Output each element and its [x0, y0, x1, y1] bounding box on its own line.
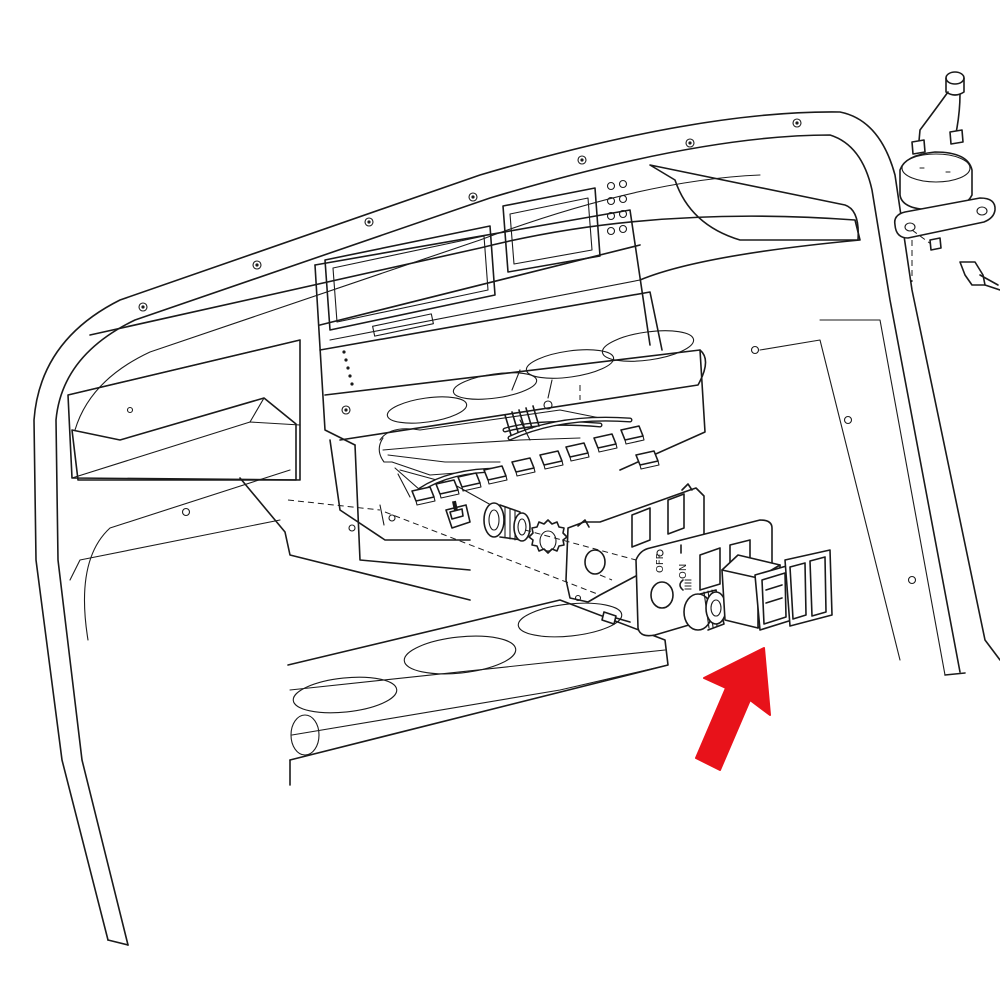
center-console [239, 179, 707, 601]
callout-arrow-icon [695, 647, 771, 771]
upper-dash-panel [67, 164, 861, 481]
switch-panel-backplate [565, 483, 705, 603]
dash-frame [33, 111, 1000, 946]
key-switch-detail [893, 71, 1000, 291]
lower-storage-tray [287, 599, 669, 786]
rocker-switch [721, 554, 793, 631]
threaded-fitting [483, 502, 531, 542]
headlight-icon [679, 579, 692, 591]
wiring-harness [378, 369, 633, 511]
harness-connectors [411, 425, 660, 529]
off-label: OFF [655, 553, 666, 573]
assembly-guide-lines [287, 499, 637, 596]
light-switch-knob [683, 589, 727, 631]
lock-washer [528, 519, 568, 554]
dash-screws [126, 118, 917, 585]
on-label: ON [678, 564, 689, 579]
panel-screw [601, 611, 631, 625]
rocker-switch-bezel [784, 549, 833, 627]
